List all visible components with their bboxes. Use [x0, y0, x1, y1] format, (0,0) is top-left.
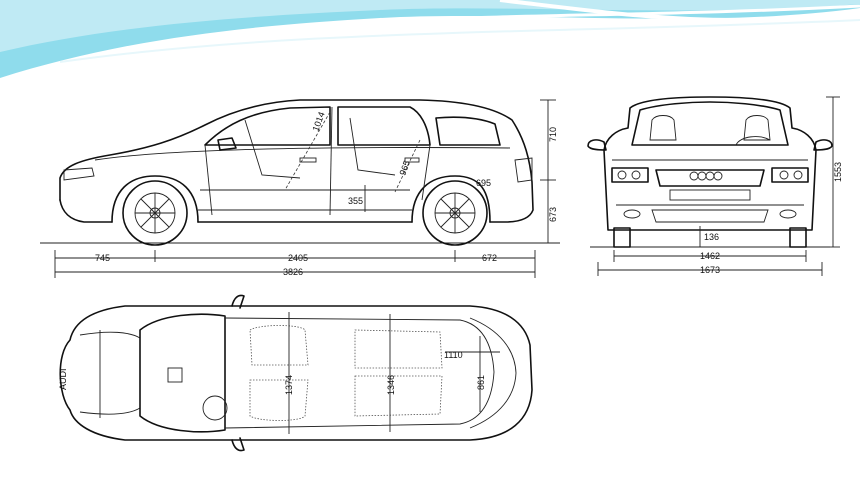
dim-ground-clearance: 136 — [704, 232, 719, 242]
dim-seat-height: 355 — [348, 196, 363, 206]
side-view — [40, 99, 560, 278]
brand-lettering: AUDI — [58, 368, 68, 390]
dim-front-overhang: 745 — [95, 253, 110, 263]
dim-sill-offset: 695 — [476, 178, 491, 188]
dim-rear-overhang: 672 — [482, 253, 497, 263]
dim-front-seat-width: 1374 — [284, 375, 294, 395]
front-view — [587, 96, 840, 276]
dim-overall-height: 1553 — [833, 162, 843, 182]
dim-roof-height: 710 — [548, 127, 558, 142]
dim-rear-diagonal: 965 — [397, 159, 412, 177]
dim-overall-length: 3826 — [283, 267, 303, 277]
dim-sill-height: 673 — [548, 207, 558, 222]
dim-cargo-length: 1110 — [444, 350, 463, 360]
dim-rear-width: 1346 — [386, 375, 396, 395]
dim-wheelbase: 2405 — [288, 253, 308, 263]
dim-overall-width: 1673 — [700, 265, 720, 275]
dim-cargo-width: 861 — [476, 375, 486, 390]
top-view — [59, 294, 533, 452]
dim-track: 1462 — [700, 251, 720, 261]
header-swoosh — [0, 0, 860, 78]
